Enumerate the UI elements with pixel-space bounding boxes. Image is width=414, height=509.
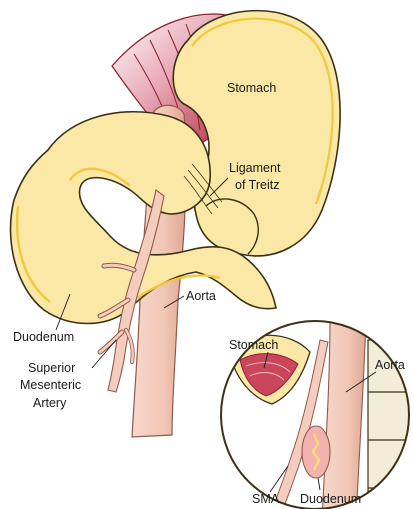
label-duodenum: Duodenum (13, 330, 74, 344)
label-sma-1: Superior (28, 361, 75, 375)
superior-mesenteric-artery (97, 189, 165, 393)
inset-leader-aorta (345, 371, 377, 393)
duodenum-rim (16, 167, 221, 303)
inset-leader-duodenum (317, 477, 321, 491)
label-aorta: Aorta (186, 289, 216, 303)
label-sma-2: Mesenteric (20, 378, 81, 392)
leader-ligament (209, 177, 229, 197)
inset-cross-section: Stomach Aorta SMA Duodenum (220, 320, 410, 509)
main-illustration: Stomach Ligament of Treitz Aorta Duodenu… (9, 9, 341, 438)
label-sma-3: Artery (33, 396, 67, 410)
inset-aorta (321, 321, 367, 509)
inset-label-duodenum: Duodenum (300, 492, 361, 506)
inset-label-aorta: Aorta (375, 358, 405, 372)
leader-duodenum (55, 293, 71, 331)
inset-border (220, 320, 410, 509)
inset-leader-stomach (263, 351, 269, 369)
leader-aorta (163, 295, 185, 309)
ligament-of-treitz (183, 163, 223, 215)
duodenum (9, 110, 277, 325)
label-stomach: Stomach (227, 81, 276, 95)
inset-duodenum (301, 425, 331, 479)
label-ligament-1: Ligament (229, 161, 281, 175)
inset-sma (271, 339, 329, 509)
inset-label-stomach: Stomach (229, 338, 278, 352)
label-ligament-2: of Treitz (235, 178, 279, 192)
inset-label-sma: SMA (252, 492, 280, 506)
leader-sma (91, 339, 117, 369)
inset-leader-sma (269, 465, 289, 493)
stomach-rim (191, 17, 334, 205)
